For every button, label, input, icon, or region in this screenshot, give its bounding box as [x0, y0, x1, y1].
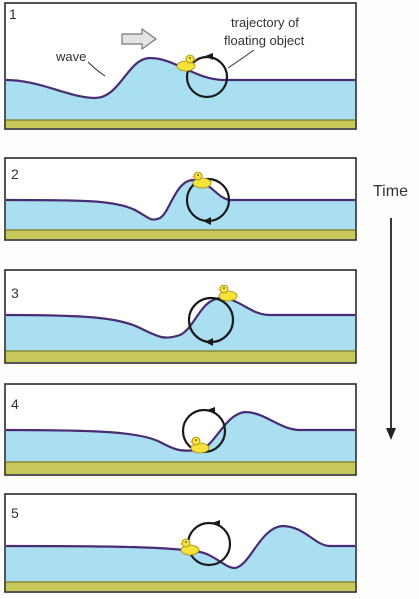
- panel-number: 3: [11, 285, 19, 301]
- panel-3: 3: [4, 269, 357, 364]
- duck-icon: [179, 538, 200, 556]
- water: [6, 58, 355, 120]
- trajectory-label-line1: trajectory of: [231, 15, 299, 30]
- panel-4: 4: [4, 383, 357, 476]
- down-arrow-icon: [386, 428, 396, 440]
- duck-icon: [191, 171, 212, 189]
- trajectory-label-line2: floating object: [224, 33, 305, 48]
- duck-icon: [217, 284, 238, 302]
- time-label: Time: [373, 183, 408, 200]
- orbit-arrow: [205, 53, 213, 60]
- panel-number: 4: [11, 396, 19, 412]
- duck-icon: [176, 54, 197, 72]
- seabed: [6, 120, 355, 128]
- panel-5: 5: [4, 493, 357, 593]
- panel-number: 5: [11, 505, 19, 521]
- wave-profile: [5, 56, 355, 100]
- wave-label: wave: [55, 49, 86, 64]
- panel-2: 2: [4, 157, 357, 241]
- panel-number: 2: [11, 166, 19, 182]
- right-arrow-icon: [121, 27, 158, 51]
- time-axis: Time: [373, 183, 408, 440]
- panel-1: 1 wave trajectory of floating object: [4, 2, 357, 130]
- panel-number: 1: [9, 6, 17, 22]
- duck-icon: [189, 436, 210, 454]
